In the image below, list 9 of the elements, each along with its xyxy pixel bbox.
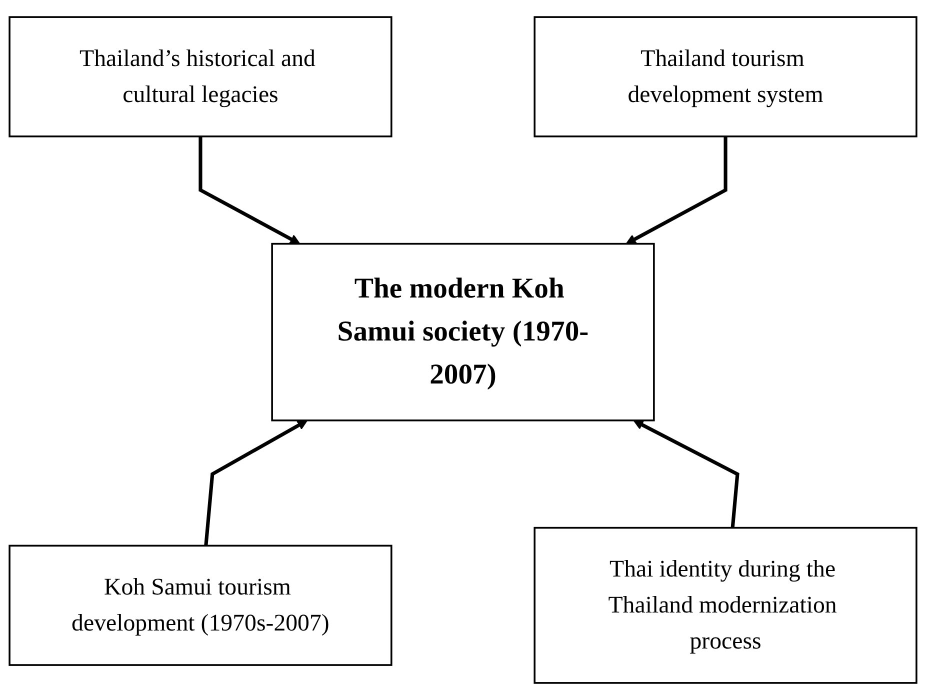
node-box: Koh Samui tourism development (1970s-2007) <box>8 544 392 666</box>
arrow <box>204 420 308 546</box>
node-box: The modern Koh Samui society (1970-2007) <box>271 242 655 422</box>
node-box: Thailand tourism development system <box>534 16 918 138</box>
arrow <box>626 136 728 244</box>
arrow <box>633 420 740 528</box>
arrow <box>198 136 300 244</box>
node-box: Thailand’s historical and cultural legacies <box>8 16 392 138</box>
node-box: Thai identity during the Thailand modernization process <box>534 526 918 684</box>
